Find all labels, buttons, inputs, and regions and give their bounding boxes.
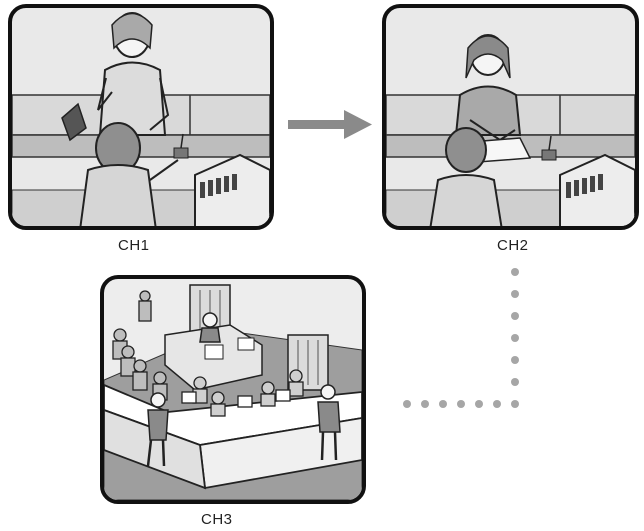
ch1-monitor-panel — [8, 4, 274, 230]
ch2-monitor-panel — [382, 4, 639, 230]
continuation-dots — [403, 268, 519, 408]
ch3-caption: CH3 — [201, 511, 233, 528]
ch1-caption: CH1 — [118, 237, 150, 254]
ch2-caption: CH2 — [497, 237, 529, 254]
sequence-arrow-icon — [288, 110, 372, 139]
ch3-monitor-panel — [100, 275, 366, 504]
